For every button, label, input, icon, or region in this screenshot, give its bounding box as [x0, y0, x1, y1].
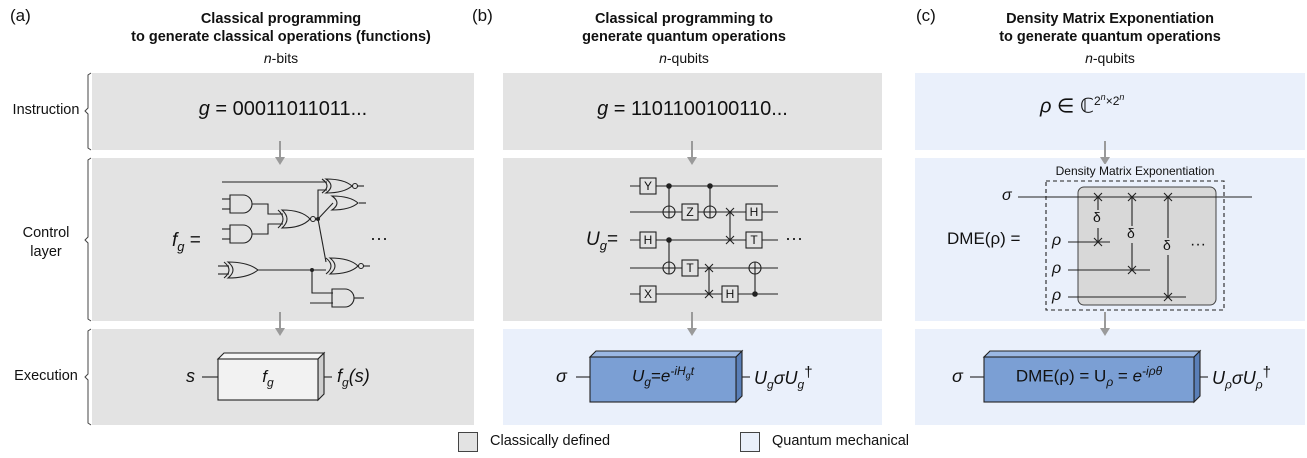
exec-a-input: s [186, 366, 195, 386]
delta-label: δ [1093, 209, 1101, 225]
dme-rho-label-3: ρ [1052, 287, 1062, 304]
exec-c-output: UρσUρ† [1212, 364, 1271, 392]
panel-a-label: (a) [10, 6, 31, 25]
exec-c-box-label: DME(ρ) = Uρ = e-iρθ [1015, 364, 1163, 390]
legend-classical-label: Classically defined [490, 433, 611, 449]
panel-a-ellipsis: ··· [370, 228, 388, 248]
gate-y-label: Y [643, 179, 652, 193]
legend-classical-swatch [458, 432, 478, 452]
panel-b-ellipsis: ··· [785, 228, 803, 248]
gate-h-label: H [643, 233, 653, 247]
gate-h-label: H [749, 205, 759, 219]
xor-gate-icon [280, 209, 311, 229]
gate-t-label: T [686, 261, 694, 275]
dme-rho-label-1: ρ [1052, 232, 1062, 249]
dme-dashed-box [1045, 180, 1225, 311]
panel-a-control-lhs: fg = [172, 230, 201, 254]
panel-a-instruction: g = 00011011011... [198, 98, 368, 120]
exec-b-input: σ [556, 366, 567, 386]
exec-b-box-label: Ug=e-iHgt [631, 364, 695, 390]
gate-h [639, 231, 657, 249]
gate-x [639, 285, 657, 303]
panel-a-control-box [92, 158, 474, 321]
gate-z [681, 203, 699, 221]
xor-gate-icon [328, 257, 359, 275]
or-gate-icon [324, 178, 353, 194]
dme-rho-label-2: ρ [1052, 260, 1062, 277]
panel-c-instruction-box [915, 73, 1305, 150]
panel-b-subtitle: n-qubits [659, 50, 709, 66]
gate-y [639, 177, 657, 195]
gate-t [745, 231, 763, 249]
gate-t [681, 259, 699, 277]
exec-a-output: fg(s) [337, 366, 370, 390]
gate-h [745, 203, 763, 221]
gate-t-label: T [750, 233, 758, 247]
or-gate-icon [226, 261, 259, 279]
legend-quantum-swatch [740, 432, 760, 452]
panel-c-subtitle: n-qubits [1085, 50, 1135, 66]
and-gate-icon [229, 224, 253, 244]
gate-x-label: X [643, 287, 652, 301]
panel-a-subtitle: n-bits [263, 50, 299, 66]
panel-b-label: (b) [472, 6, 493, 25]
panel-b-control-lhs: Ug= [586, 229, 619, 253]
panel-a-instruction-box [92, 73, 474, 150]
row-label-execution: Execution [14, 368, 78, 384]
exec-b-output: UgσUg† [754, 364, 813, 392]
and-gate-icon [331, 288, 355, 308]
gate-h [721, 285, 739, 303]
panel-c-control-lhs: DME(ρ) = [947, 229, 1021, 248]
delta-label: δ [1127, 225, 1135, 241]
dme-box-title: Density Matrix Exponentiation [1040, 164, 1230, 178]
exec-c-input: σ [952, 366, 963, 386]
panel-b-instruction-box [503, 73, 882, 150]
gate-h-label: H [725, 287, 735, 301]
gate-z-label: Z [686, 205, 694, 219]
dme-sigma-label: σ [1002, 187, 1012, 204]
nor-gate-icon [330, 195, 359, 211]
legend-quantum-label: Quantum mechanical [772, 433, 910, 449]
panel-b-instruction: g = 1101100100110... [597, 98, 788, 120]
panel-c-label: (c) [916, 6, 936, 25]
delta-label: δ [1163, 237, 1171, 253]
dme-ellipsis: ··· [1190, 236, 1206, 253]
row-label-instruction: Instruction [12, 102, 80, 118]
panel-c-instruction: ρ ∈ ℂ2n×2n [1040, 92, 1125, 118]
exec-a-box-label: fg [262, 367, 274, 390]
and-gate-icon [229, 194, 253, 214]
